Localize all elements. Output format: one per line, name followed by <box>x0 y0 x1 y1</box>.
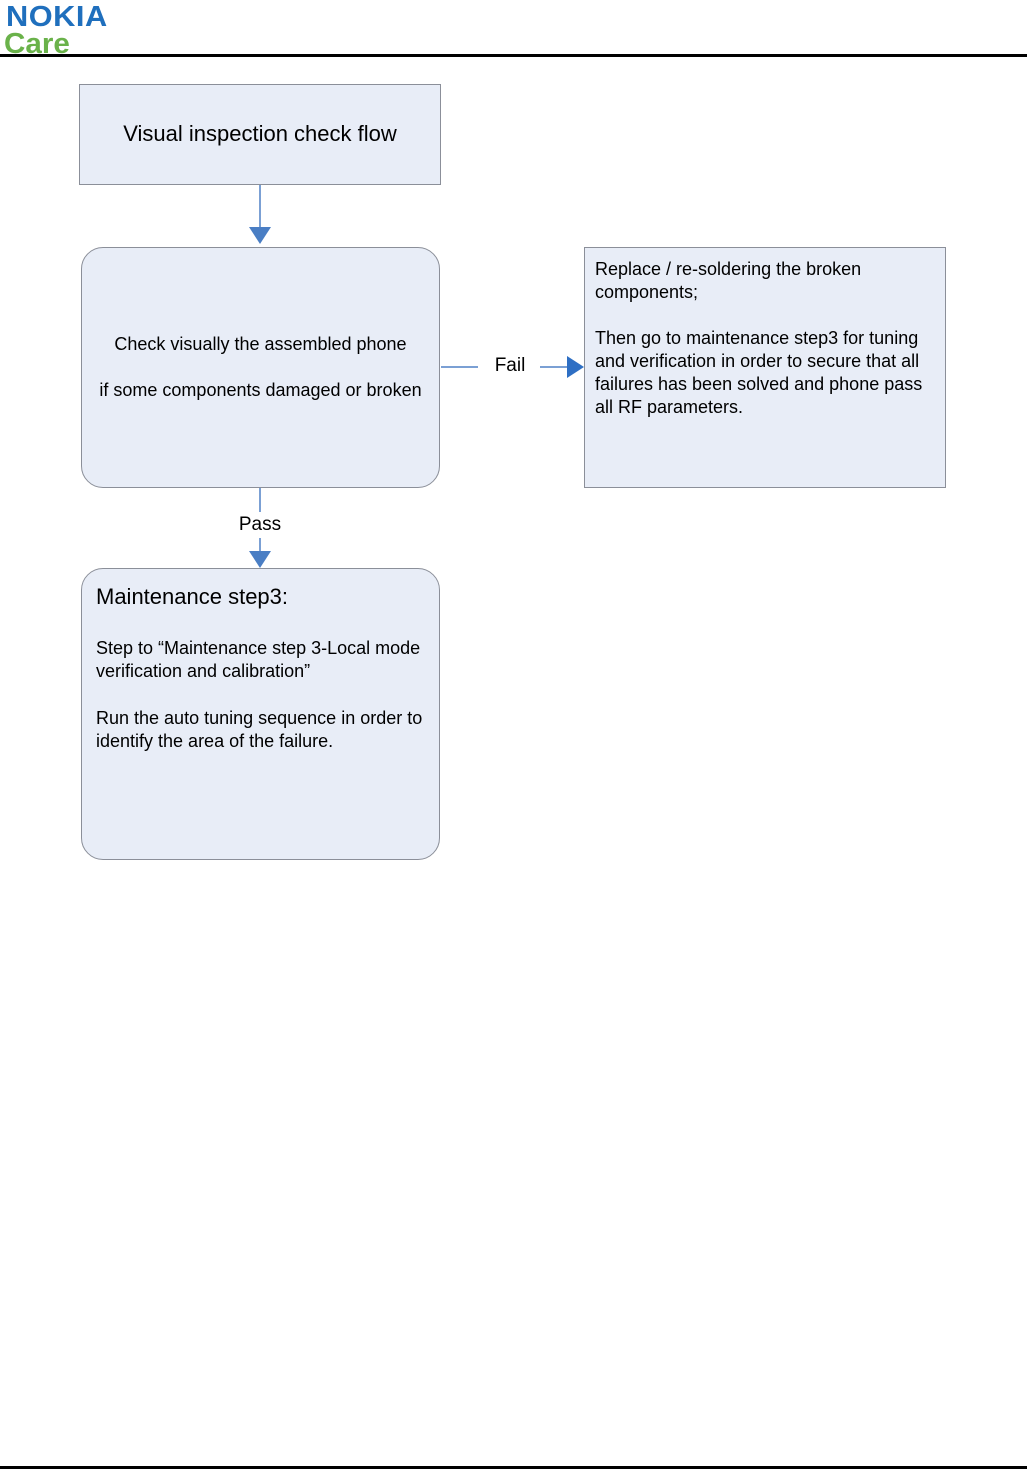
flow-node-replace-resolder: Replace / re-soldering the broken compon… <box>584 247 946 488</box>
flow-node-maintenance-step3-body: Step to “Maintenance step 3-Local mode v… <box>96 637 423 752</box>
footer-divider-rule <box>0 1466 1027 1469</box>
connector-fail-line-right <box>540 366 574 368</box>
nokia-care-logo: NOKIA Care <box>4 3 306 59</box>
connector-fail-label: Fail <box>478 353 542 379</box>
flow-node-visual-check: Check visually the assembled phone if so… <box>81 247 440 488</box>
connector-fail-line-left <box>441 366 483 368</box>
flow-node-start-label: Visual inspection check flow <box>123 121 397 147</box>
flow-node-replace-resolder-label: Replace / re-soldering the broken compon… <box>595 259 923 418</box>
header-divider-rule <box>0 54 1027 57</box>
flow-node-maintenance-step3-heading: Maintenance step3: <box>96 584 289 609</box>
connector-pass-arrowhead-icon <box>249 551 271 568</box>
connector-start-to-check-line <box>259 185 261 228</box>
logo-care-wordmark: Care <box>4 28 70 60</box>
flow-node-visual-check-label: Check visually the assembled phone if so… <box>99 333 422 401</box>
logo-nokia-wordmark: NOKIA <box>6 1 108 33</box>
connector-fail-arrowhead-icon <box>567 356 584 378</box>
flow-node-start: Visual inspection check flow <box>79 84 441 185</box>
connector-pass-label: Pass <box>200 512 320 538</box>
connector-start-to-check-arrowhead-icon <box>249 227 271 244</box>
flow-node-maintenance-step3: Maintenance step3: Step to “Maintenance … <box>81 568 440 860</box>
